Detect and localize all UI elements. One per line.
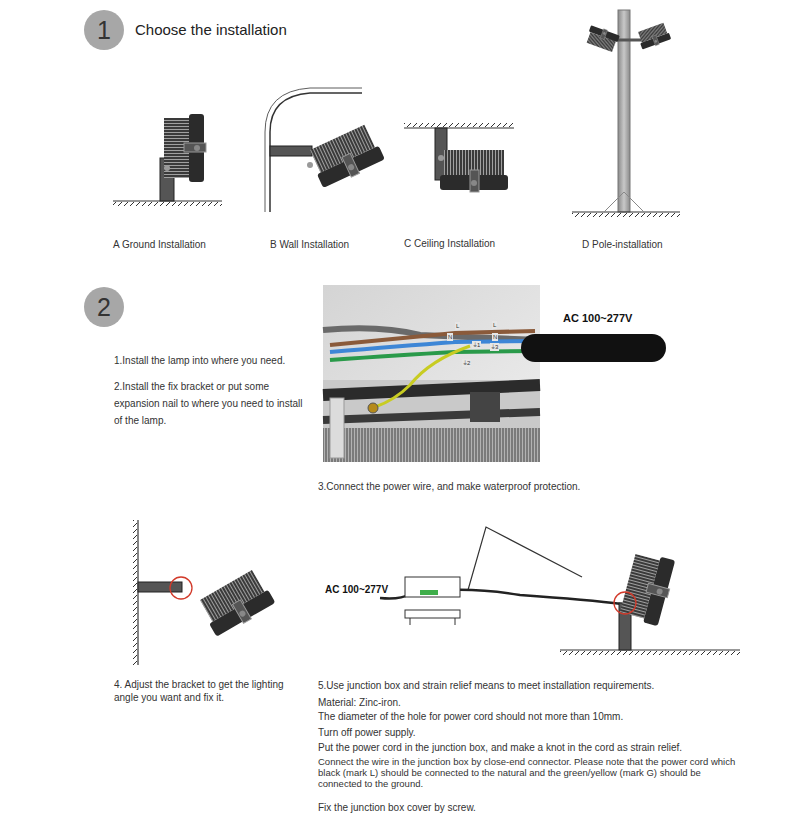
instruction-text: 5.Use junction box and strain relief mea… bbox=[318, 679, 788, 692]
step-circle: 1Choose the installation bbox=[84, 10, 124, 50]
wire-mark: N bbox=[447, 333, 453, 341]
junction-box-wiring-shape bbox=[468, 527, 582, 590]
junction-box-wiring-shape bbox=[560, 649, 740, 650]
wiring-photo-shape bbox=[470, 392, 500, 422]
wiring-photo-shape bbox=[323, 428, 540, 462]
junction-box-wiring-shape bbox=[410, 618, 411, 625]
instruction-text: The diameter of the hole for power cord … bbox=[318, 710, 623, 723]
instruction-text: Connect the wire in the junction box by … bbox=[318, 756, 738, 789]
pole-installation bbox=[572, 10, 680, 217]
ground-installation bbox=[113, 114, 222, 206]
instruction-text: Fix the junction box cover by screw. bbox=[318, 801, 476, 814]
ground-installation-shape bbox=[164, 114, 206, 182]
pole-installation-shape bbox=[636, 22, 671, 50]
wiring-photo-shape bbox=[535, 334, 652, 362]
section-heading: Choose the installation bbox=[135, 21, 287, 38]
ceiling-installation-shape bbox=[404, 123, 514, 127]
wall-installation-shape bbox=[306, 123, 385, 190]
voltage-label: AC 100~277V bbox=[325, 583, 388, 596]
ceiling-installation-shape bbox=[440, 150, 508, 192]
junction-box-wiring-shape bbox=[614, 592, 636, 614]
pole-installation-shape bbox=[604, 192, 624, 212]
wiring-photo-shape bbox=[330, 398, 344, 458]
wire-mark: ⏚1 bbox=[472, 341, 481, 349]
wiring-photo bbox=[323, 285, 652, 462]
ceiling-installation bbox=[404, 123, 514, 192]
option-caption: C Ceiling Installation bbox=[404, 237, 495, 250]
wiring-photo-shape bbox=[323, 285, 540, 462]
instruction-text: 3.Connect the power wire, and make water… bbox=[318, 480, 580, 493]
step-number: 2 bbox=[97, 295, 111, 320]
pole-installation-shape bbox=[624, 192, 644, 212]
adjust-bracket bbox=[133, 520, 276, 665]
junction-box-wiring-shape bbox=[455, 618, 456, 625]
wire-mark: L bbox=[455, 322, 460, 330]
wiring-photo-shape bbox=[323, 380, 540, 462]
wiring-photo-shape bbox=[323, 385, 540, 395]
pole-installation-shape bbox=[572, 213, 680, 217]
option-caption: B Wall Installation bbox=[270, 238, 349, 251]
ceiling-installation-shape bbox=[438, 155, 444, 161]
wire-mark: ⏚3 bbox=[490, 343, 499, 351]
wire-mark: L bbox=[492, 321, 497, 329]
wiring-photo-shape bbox=[323, 412, 540, 420]
junction-box-wiring-shape bbox=[619, 550, 677, 627]
ceiling-installation-shape bbox=[404, 127, 514, 128]
adjust-bracket-shape bbox=[170, 577, 192, 599]
step-circle: 2 bbox=[84, 287, 124, 327]
wall-installation bbox=[265, 88, 386, 212]
option-caption: D Pole-installation bbox=[582, 238, 663, 251]
ground-installation-shape bbox=[113, 202, 222, 206]
wire-mark: ⏚2 bbox=[462, 359, 471, 367]
pole-installation-shape bbox=[572, 211, 680, 212]
junction-box-wiring bbox=[380, 527, 740, 655]
junction-box-wiring-shape bbox=[560, 651, 740, 655]
instruction-text: 2.Install the fix bracket or put some ex… bbox=[114, 378, 304, 429]
voltage-label: AC 100~277V bbox=[563, 311, 632, 325]
wiring-photo-shape bbox=[330, 351, 535, 360]
junction-box-wiring-shape bbox=[405, 577, 460, 597]
wall-installation-shape bbox=[270, 146, 312, 156]
wall-installation-shape bbox=[307, 162, 313, 168]
ground-installation-shape bbox=[164, 165, 170, 171]
instruction-text: 1.Install the lamp into where you need. bbox=[114, 354, 329, 367]
junction-box-wiring-shape bbox=[405, 610, 460, 618]
adjust-bracket-shape bbox=[197, 568, 277, 638]
adjust-bracket-shape bbox=[138, 582, 182, 592]
option-caption: A Ground Installation bbox=[113, 238, 206, 251]
instruction-text: Material: Zinc-iron. bbox=[318, 696, 401, 709]
instruction-text: 4. Adjust the bracket to get the lightin… bbox=[114, 678, 309, 704]
junction-box-wiring-shape bbox=[420, 590, 438, 595]
step-number: 1 bbox=[97, 18, 111, 43]
instruction-text: Put the power cord in the junction box, … bbox=[318, 741, 788, 754]
wiring-photo-shape bbox=[375, 346, 470, 407]
instruction-text: Turn off power supply. bbox=[318, 726, 416, 739]
adjust-bracket-shape bbox=[133, 520, 137, 665]
pole-installation-shape bbox=[585, 24, 620, 52]
wiring-photo-shape bbox=[368, 403, 378, 413]
wire-mark: N bbox=[492, 333, 498, 341]
